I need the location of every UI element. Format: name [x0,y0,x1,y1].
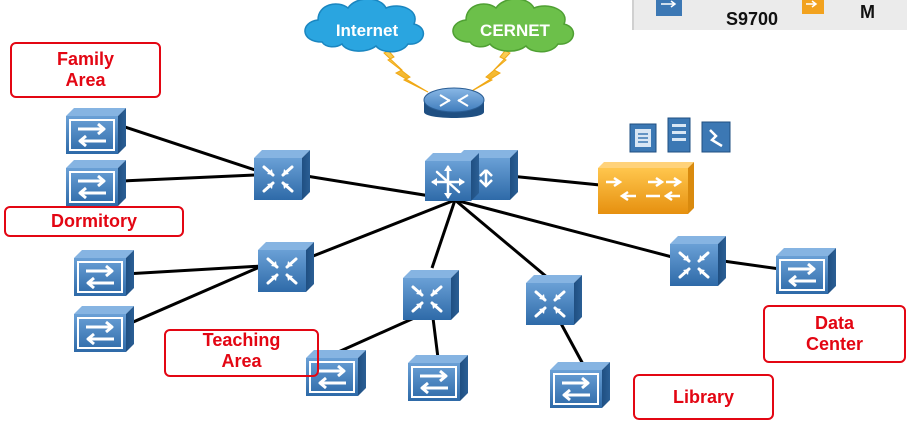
teaching-aggregation-switch-icon [258,242,314,292]
dormitory-label-text: Dormitory [50,211,137,231]
dormitory-label: Dormitory [4,206,184,237]
core-switch-icon [425,150,518,201]
teaching-area-label-line2: Area [221,351,262,371]
family-aggregation-switch-icon [254,150,310,200]
family-area-label-line2: Area [65,70,106,90]
legend-s9700-label: S9700 [726,9,779,29]
link-family-access-2 [121,173,256,183]
link-library-access [556,317,586,367]
teaching-area-label: Teaching Area [164,329,319,377]
internet-cloud-label: Internet [335,21,399,40]
datacenter-access-switch-icon [776,248,836,294]
library-label: Library [633,374,774,420]
link-core-servers [509,174,601,187]
data-center-label-line1: Data [814,313,854,333]
library-label-text: Library [672,386,735,407]
teaching-area-label-line1: Teaching [202,330,281,350]
cernet-cloud-icon [452,0,575,53]
teaching-access-switch-4-icon [408,355,468,401]
legend-panel: S9700 M [632,0,907,30]
link-datacenter-access [715,258,781,271]
data-center-label-line2: Center [805,334,863,354]
teaching-access-switch-2-icon [74,306,134,352]
family-area-label: Family Area [10,42,161,98]
egress-router-icon [423,87,485,118]
server-group-icon [629,117,731,153]
internet-cloud-icon [304,0,425,53]
cernet-cloud-label: CERNET [480,21,550,40]
teaching-access-switch-1-icon [74,250,134,296]
firewall-cluster-icon [598,162,694,214]
datacenter-aggregation-switch-icon [670,236,726,286]
link-teaching-access-1 [123,264,263,276]
legend-s9700-icon [656,0,682,16]
link-core-datacenter-agg [454,198,677,260]
family-access-switch-icon [66,108,126,154]
data-center-label: Data Center [763,305,906,363]
dormitory-access-switch-icon [66,160,126,206]
center-aggregation-switch-icon [403,270,459,320]
link-family-access-1 [121,124,256,172]
legend-second-label: M [860,2,875,22]
link-teaching-access-2 [123,264,263,328]
library-aggregation-switch-icon [526,275,582,325]
link-core-teaching-agg [297,198,456,264]
legend-firewall-icon [802,0,824,14]
link-core-library-agg [454,198,549,280]
library-access-switch-icon [550,362,610,408]
family-area-label-line1: Family [56,49,115,69]
link-core-agg-center [430,199,457,269]
